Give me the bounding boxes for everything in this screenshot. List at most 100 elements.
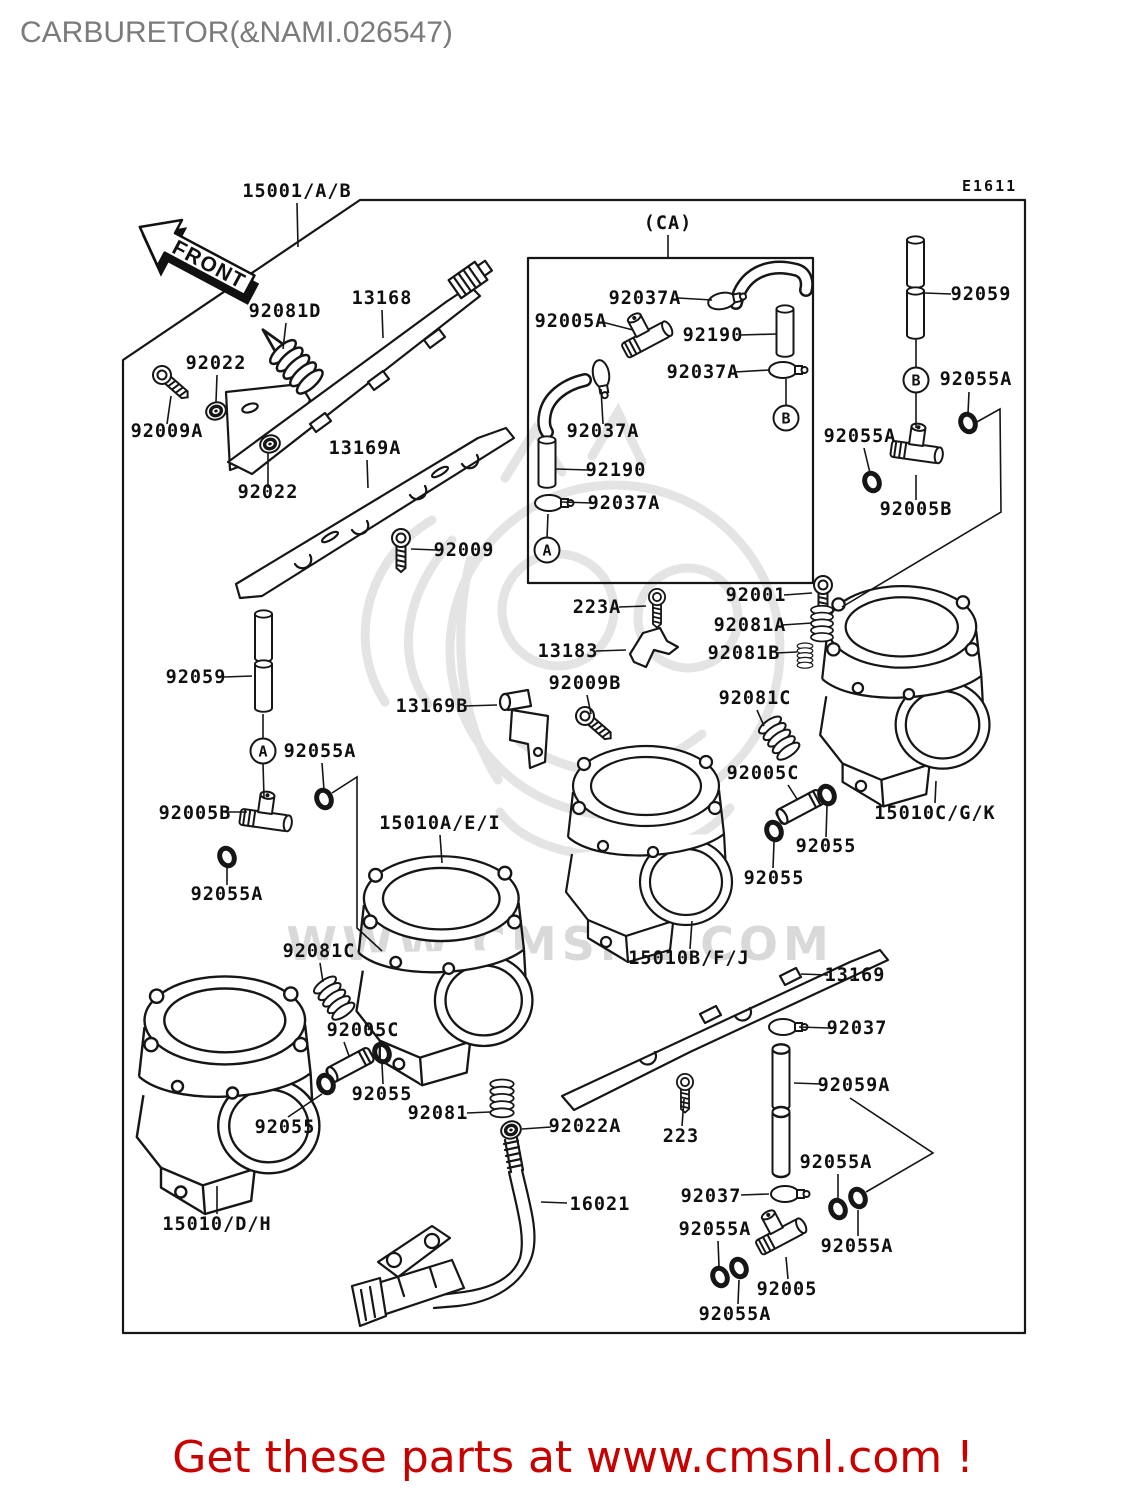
clamp-92037a-2 [768, 361, 809, 379]
part-label-15010cgk: 15010C/G/K [874, 803, 995, 824]
part-label-92059: 92059 [951, 284, 1012, 305]
tube-92190-left [537, 435, 557, 489]
part-label-92005c: 92005C [727, 763, 800, 784]
carburetor-15010-d-h [135, 975, 321, 1216]
tube-92059a-lower [771, 1105, 791, 1179]
part-label-92055a: 92055A [821, 1236, 894, 1257]
part-label-92037: 92037 [681, 1186, 742, 1207]
bracket-rail-13168 [224, 259, 494, 476]
part-label-15001ab: 15001/A/B [242, 181, 351, 202]
part-label-92037a: 92037A [609, 288, 682, 309]
hose-marker-b: B [772, 404, 800, 432]
part-label-15010bfj: 15010B/F/J [628, 948, 749, 969]
part-label-92037: 92037 [827, 1018, 888, 1039]
part-label-92022: 92022 [186, 353, 247, 374]
part-label-92009b: 92009B [549, 673, 622, 694]
part-label-223: 223 [663, 1126, 699, 1147]
part-label-92055: 92055 [255, 1117, 316, 1138]
part-label-92037a: 92037A [588, 493, 661, 514]
choke-lever-13183 [628, 626, 680, 669]
part-label-92055a: 92055A [800, 1152, 873, 1173]
tube-92190-right [775, 304, 795, 358]
ca-group-box [526, 256, 815, 585]
part-label-92055: 92055 [796, 836, 857, 857]
part-labels-layer: 15001/A/B92081D131689202292009A920221316… [131, 181, 1012, 1325]
svg-text:B: B [911, 372, 920, 390]
svg-text:A: A [542, 542, 551, 560]
part-label-92055a: 92055A [679, 1219, 752, 1240]
part-label-92190: 92190 [683, 325, 744, 346]
oring-92055a-1 [958, 412, 978, 434]
part-label-92055: 92055 [744, 868, 805, 889]
part-label-92005b: 92005B [880, 499, 953, 520]
washer-92022a [496, 1116, 526, 1144]
spring-92081b [796, 642, 814, 669]
washer-92022-1 [201, 397, 231, 425]
tee-fitting-92005a [610, 300, 676, 360]
part-label-92081c: 92081C [719, 688, 792, 709]
part-label-92005: 92005 [757, 1279, 818, 1300]
footer-cta-link[interactable]: Get these parts at www.cmsnl.com ! [172, 1432, 974, 1483]
part-label-223a: 223A [573, 597, 622, 618]
part-label-92001: 92001 [726, 585, 787, 606]
part-label-13169a: 13169A [329, 438, 402, 459]
oring-92055a-2 [862, 471, 882, 493]
svg-text:B: B [781, 410, 790, 428]
part-label-92005b: 92005B [159, 803, 232, 824]
front-arrow: FRONT [138, 218, 260, 305]
spring-92081 [489, 1078, 515, 1119]
part-label-92081a: 92081A [714, 615, 787, 636]
part-label-92081c: 92081C [283, 941, 356, 962]
part-label-92081b: 92081B [708, 643, 781, 664]
part-label-92055a: 92055A [699, 1304, 772, 1325]
screw-92009b [571, 702, 618, 747]
part-label-92005a: 92005A [535, 311, 608, 332]
diagram-border [121, 198, 1027, 1335]
part-label-92055a: 92055A [824, 426, 897, 447]
tube-92059-right-lower [906, 286, 925, 340]
ca-hoses [537, 260, 814, 439]
part-label-92037a: 92037A [567, 421, 640, 442]
part-label-13169: 13169 [825, 965, 886, 986]
screw-223a [648, 588, 666, 629]
diagram-code: E1611 [962, 177, 1018, 195]
hose-marker-b: B [902, 366, 930, 394]
leader-lines [166, 202, 970, 1305]
bracket-rail-13169 [560, 948, 890, 1112]
screw-223 [676, 1073, 694, 1114]
oring-92055a-3 [314, 788, 334, 810]
tube-92059-left-lower [254, 659, 273, 713]
part-label-92190: 92190 [586, 460, 647, 481]
cable-assembly-16021 [350, 1136, 536, 1328]
clamp-92037a-4 [534, 494, 575, 512]
part-label-ca: (CA) [644, 213, 693, 234]
spring-92081d [261, 328, 328, 399]
part-label-15010dh: 15010/D/H [162, 1214, 271, 1235]
bracket-rail-13169a [234, 426, 516, 600]
carburetor-15010c-g-k [819, 584, 991, 808]
hose-marker-a: A [249, 737, 277, 765]
tee-fitting-92005 [744, 1197, 810, 1257]
tube-92059-left-upper [254, 609, 273, 663]
part-label-13169b: 13169B [396, 696, 469, 717]
spring-92081c-left [310, 972, 358, 1024]
group-connector-lines [331, 407, 1002, 1193]
part-label-13183: 13183 [538, 641, 599, 662]
tee-fitting-92005b-left [238, 787, 297, 833]
part-label-92037a: 92037A [667, 362, 740, 383]
part-label-15010aei: 15010A/E/I [379, 813, 500, 834]
page-title: CARBURETOR(&NAMI.026547) [20, 16, 453, 49]
svg-text:A: A [258, 743, 267, 761]
part-label-92009a: 92009A [131, 421, 204, 442]
part-label-92022a: 92022A [549, 1116, 622, 1137]
part-label-13168: 13168 [352, 288, 413, 309]
carburetor-15010a-e-i [355, 855, 534, 1087]
part-label-92055a: 92055A [191, 884, 264, 905]
part-label-92059: 92059 [166, 667, 227, 688]
bracket-13169b [498, 688, 550, 770]
oring-92055a-5 [828, 1198, 848, 1220]
part-label-92022: 92022 [238, 482, 299, 503]
clamp-92037-lower [770, 1185, 811, 1203]
